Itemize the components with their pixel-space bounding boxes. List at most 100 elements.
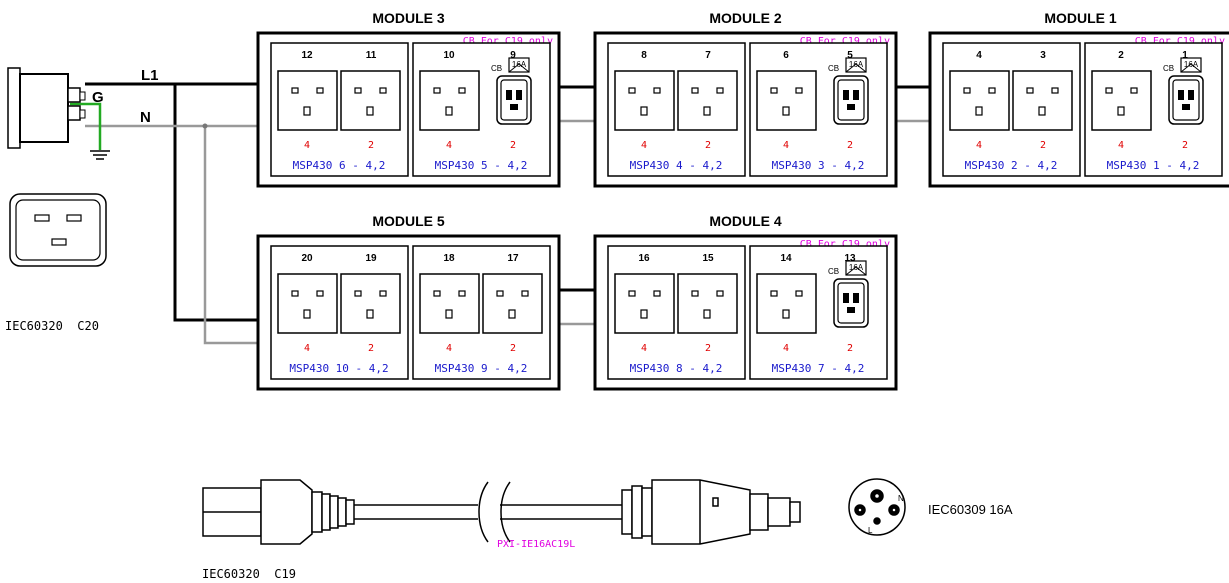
cb-note: CB For C19 only — [800, 36, 890, 47]
circuit-breaker-icon — [845, 57, 867, 73]
module-title: MODULE 1 — [1044, 10, 1117, 26]
socket-number: 17 — [507, 253, 519, 264]
uk-socket-icon — [482, 273, 543, 334]
socket-number: 1 — [1182, 50, 1188, 61]
socket-rating: 2 — [847, 140, 853, 151]
cb-label: CB — [828, 267, 839, 276]
socket-number: 14 — [780, 253, 792, 264]
uk-socket-icon — [614, 273, 675, 334]
uk-socket-icon — [1091, 70, 1152, 131]
socket-rating: 2 — [847, 343, 853, 354]
cb-rating: 16A — [512, 60, 527, 69]
socket-rating: 4 — [641, 140, 647, 151]
uk-socket-icon — [614, 70, 675, 131]
msp-label: MSP430 4 - 4,2 — [630, 159, 723, 172]
socket-rating: 2 — [368, 343, 374, 354]
plug-label: IEC60309 16A — [928, 502, 1013, 517]
socket-rating: 4 — [446, 343, 452, 354]
uk-socket-icon — [419, 273, 480, 334]
socket-rating: 2 — [510, 343, 516, 354]
circuit-breaker-icon — [845, 260, 867, 276]
socket-rating: 4 — [304, 343, 310, 354]
socket-number: 12 — [301, 50, 313, 61]
socket-number: 3 — [1040, 50, 1046, 61]
l1-branch-wire — [173, 84, 258, 322]
ground-icon — [90, 150, 110, 160]
g-label: G — [92, 89, 104, 106]
c19-connector-icon — [202, 479, 355, 545]
msp-label: MSP430 8 - 4,2 — [630, 362, 723, 375]
socket-number: 8 — [641, 50, 647, 61]
socket-number: 4 — [976, 50, 982, 61]
uk-socket-icon — [340, 70, 401, 131]
socket-rating: 2 — [368, 140, 374, 151]
uk-socket-icon — [756, 273, 817, 334]
cb-note: CB For C19 only — [1135, 36, 1225, 47]
socket-number: 9 — [510, 50, 516, 61]
module-title: MODULE 3 — [372, 10, 445, 26]
uk-socket-icon — [419, 70, 480, 131]
uk-socket-icon — [677, 70, 738, 131]
cb-rating: 16A — [1184, 60, 1199, 69]
uk-socket-icon — [340, 273, 401, 334]
plug-n-label: N — [898, 494, 904, 503]
msp-label: MSP430 7 - 4,2 — [772, 362, 865, 375]
c19-socket-icon — [1168, 75, 1204, 125]
msp-label: MSP430 5 - 4,2 — [435, 159, 528, 172]
msp-label: MSP430 10 - 4,2 — [289, 362, 388, 375]
cb-note: CB For C19 only — [800, 239, 890, 250]
uk-socket-icon — [949, 70, 1010, 131]
socket-number: 13 — [844, 253, 856, 264]
wiring — [70, 82, 930, 345]
cb-label: CB — [1163, 64, 1174, 73]
socket-number: 16 — [638, 253, 650, 264]
msp-label: MSP430 6 - 4,2 — [293, 159, 386, 172]
inlet-connector — [7, 67, 86, 149]
socket-rating: 2 — [1040, 140, 1046, 151]
iec60309-plug-face-icon — [848, 478, 906, 536]
circuit-breaker-icon — [1180, 57, 1202, 73]
socket-rating: 4 — [976, 140, 982, 151]
circuit-breaker-icon — [508, 57, 530, 73]
uk-socket-icon — [1012, 70, 1073, 131]
module-title: MODULE 2 — [709, 10, 782, 26]
socket-rating: 2 — [510, 140, 516, 151]
cable-part-number: PXI-IE16AC19L — [497, 539, 575, 550]
socket-rating: 4 — [1118, 140, 1124, 151]
cb-rating: 16A — [849, 263, 864, 272]
cb-note: CB For C19 only — [463, 36, 553, 47]
neutral-branch-wire — [203, 126, 258, 345]
socket-number: 6 — [783, 50, 789, 61]
neutral-junction — [202, 123, 208, 129]
socket-rating: 2 — [705, 343, 711, 354]
c19-label: IEC60320 C19 — [202, 567, 296, 581]
msp-label: MSP430 9 - 4,2 — [435, 362, 528, 375]
socket-number: 11 — [366, 50, 377, 61]
inlet-label: IEC60320 C20 — [5, 319, 99, 333]
plug-l-label: L — [868, 526, 873, 535]
cable — [354, 481, 622, 543]
socket-rating: 4 — [783, 140, 789, 151]
msp-label: MSP430 1 - 4,2 — [1107, 159, 1200, 172]
msp-label: MSP430 3 - 4,2 — [772, 159, 865, 172]
socket-number: 10 — [443, 50, 455, 61]
socket-rating: 4 — [783, 343, 789, 354]
uk-socket-icon — [756, 70, 817, 131]
socket-rating: 4 — [641, 343, 647, 354]
c19-socket-icon — [833, 75, 869, 125]
